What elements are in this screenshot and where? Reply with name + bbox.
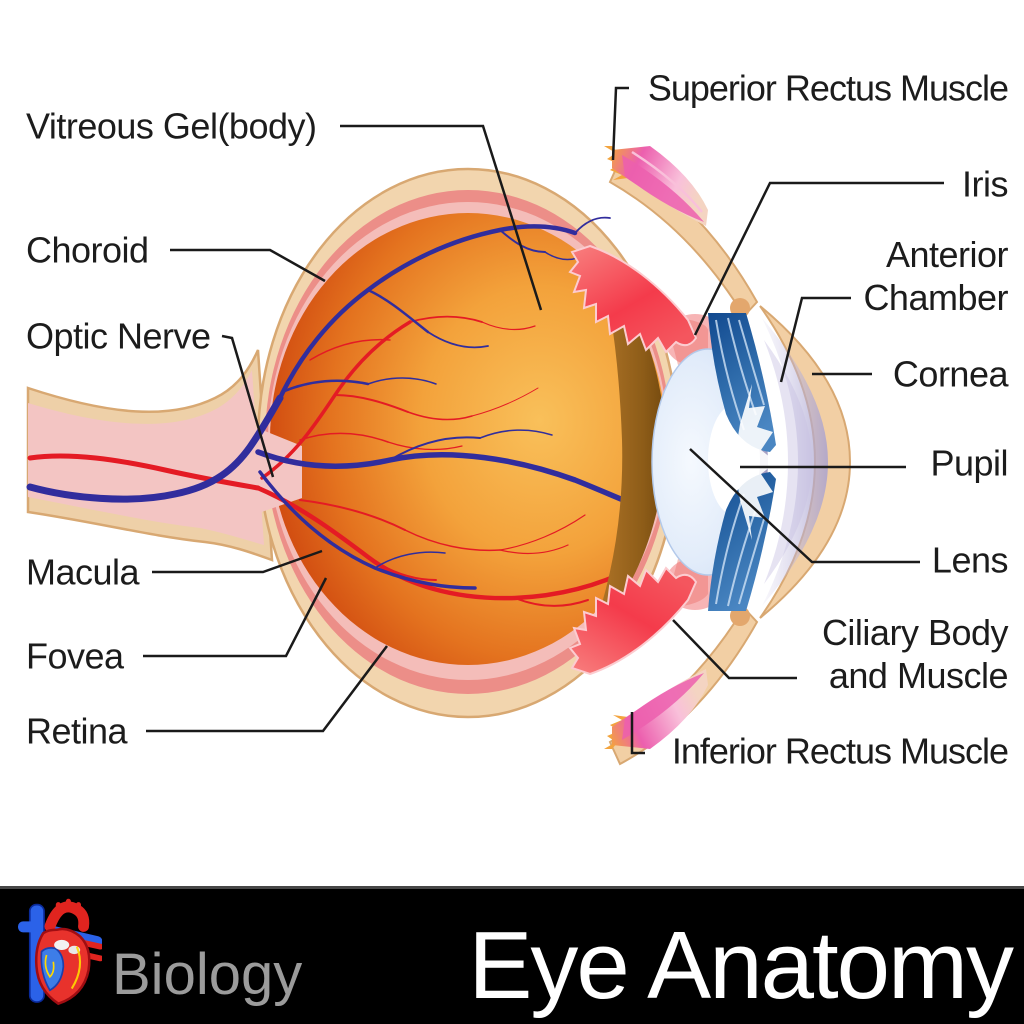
retinal-vessels <box>26 216 639 607</box>
footer-title: Eye Anatomy <box>468 912 1014 1019</box>
label-optic-nerve: Optic Nerve <box>26 315 211 357</box>
label-superior-rectus-muscle: Superior Rectus Muscle <box>647 67 1009 109</box>
footer-subject: Biology <box>112 942 303 1007</box>
label-ciliary-body: Ciliary Body and Muscle <box>821 611 1009 696</box>
label-vitreous-gel: Vitreous Gel(body) <box>26 105 317 147</box>
label-inferior-rectus-muscle: Inferior Rectus Muscle <box>671 730 1009 772</box>
eye-illustration <box>26 86 944 766</box>
inferior-rectus-shape <box>604 669 708 749</box>
label-anterior-chamber: Anterior Chamber <box>863 233 1008 318</box>
superior-rectus-shape <box>604 146 708 226</box>
anterior-chamber-shade <box>764 340 812 584</box>
label-fovea: Fovea <box>26 635 124 677</box>
label-choroid: Choroid <box>26 229 149 271</box>
footer-bar: Biology Eye Anatomy <box>0 886 1024 1024</box>
label-macula: Macula <box>26 551 140 593</box>
nerve-junction <box>250 425 302 516</box>
label-lens: Lens <box>931 539 1009 581</box>
ciliary-body-top <box>568 244 698 354</box>
cornea-dome <box>759 305 852 619</box>
anatomical-heart-icon <box>18 898 102 1006</box>
leader-lines <box>143 86 944 755</box>
vitreous-interior <box>270 213 666 665</box>
label-retina: Retina <box>26 710 128 752</box>
label-pupil: Pupil <box>930 442 1008 484</box>
label-cornea: Cornea <box>892 353 1009 395</box>
eye-diagram: Vitreous Gel(body) Choroid Optic Nerve M… <box>26 67 1009 772</box>
label-iris: Iris <box>962 163 1009 205</box>
cutaway-shadow <box>590 255 666 640</box>
